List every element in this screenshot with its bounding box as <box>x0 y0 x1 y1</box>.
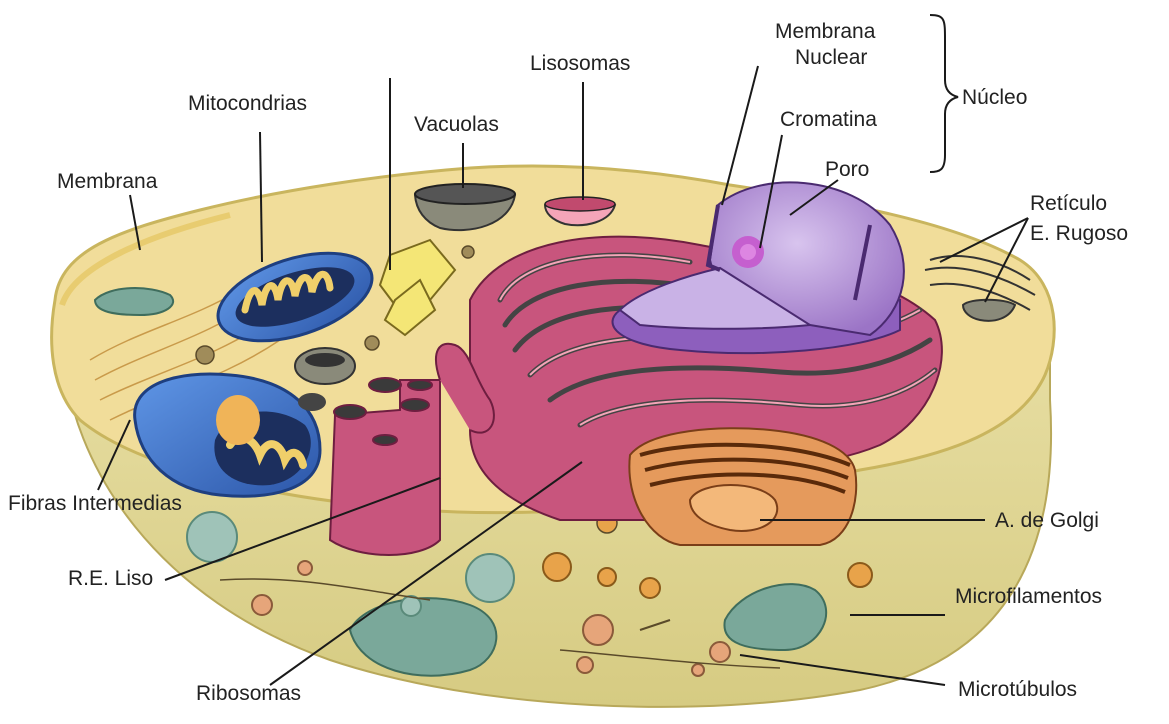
label-nucleo: Núcleo <box>962 86 1027 109</box>
label-microtubulos: Microtúbulos <box>958 678 1077 701</box>
label-poro: Poro <box>825 158 869 181</box>
label-mitocondrias: Mitocondrias <box>188 92 307 115</box>
golgi-apparatus <box>629 428 856 545</box>
label-membrana: Membrana <box>57 170 158 193</box>
label-cromatina: Cromatina <box>780 108 877 131</box>
label-lisosomas: Lisosomas <box>530 52 630 75</box>
label-membrana-nuclear-line1: Membrana <box>775 20 876 43</box>
label-re-liso: R.E. Liso <box>68 567 153 590</box>
label-microfilamentos: Microfilamentos <box>955 585 1102 608</box>
label-golgi: A. de Golgi <box>995 509 1099 532</box>
label-membrana-nuclear-line2: Nuclear <box>795 46 867 69</box>
label-fibras-intermedias: Fibras Intermedias <box>8 492 182 515</box>
label-ribosomas: Ribosomas <box>196 682 301 705</box>
membrane-vesicle <box>95 288 173 315</box>
label-reticulo-line2: E. Rugoso <box>1030 222 1128 245</box>
label-vacuolas: Vacuolas <box>414 113 499 136</box>
label-reticulo-line1: Retículo <box>1030 192 1107 215</box>
